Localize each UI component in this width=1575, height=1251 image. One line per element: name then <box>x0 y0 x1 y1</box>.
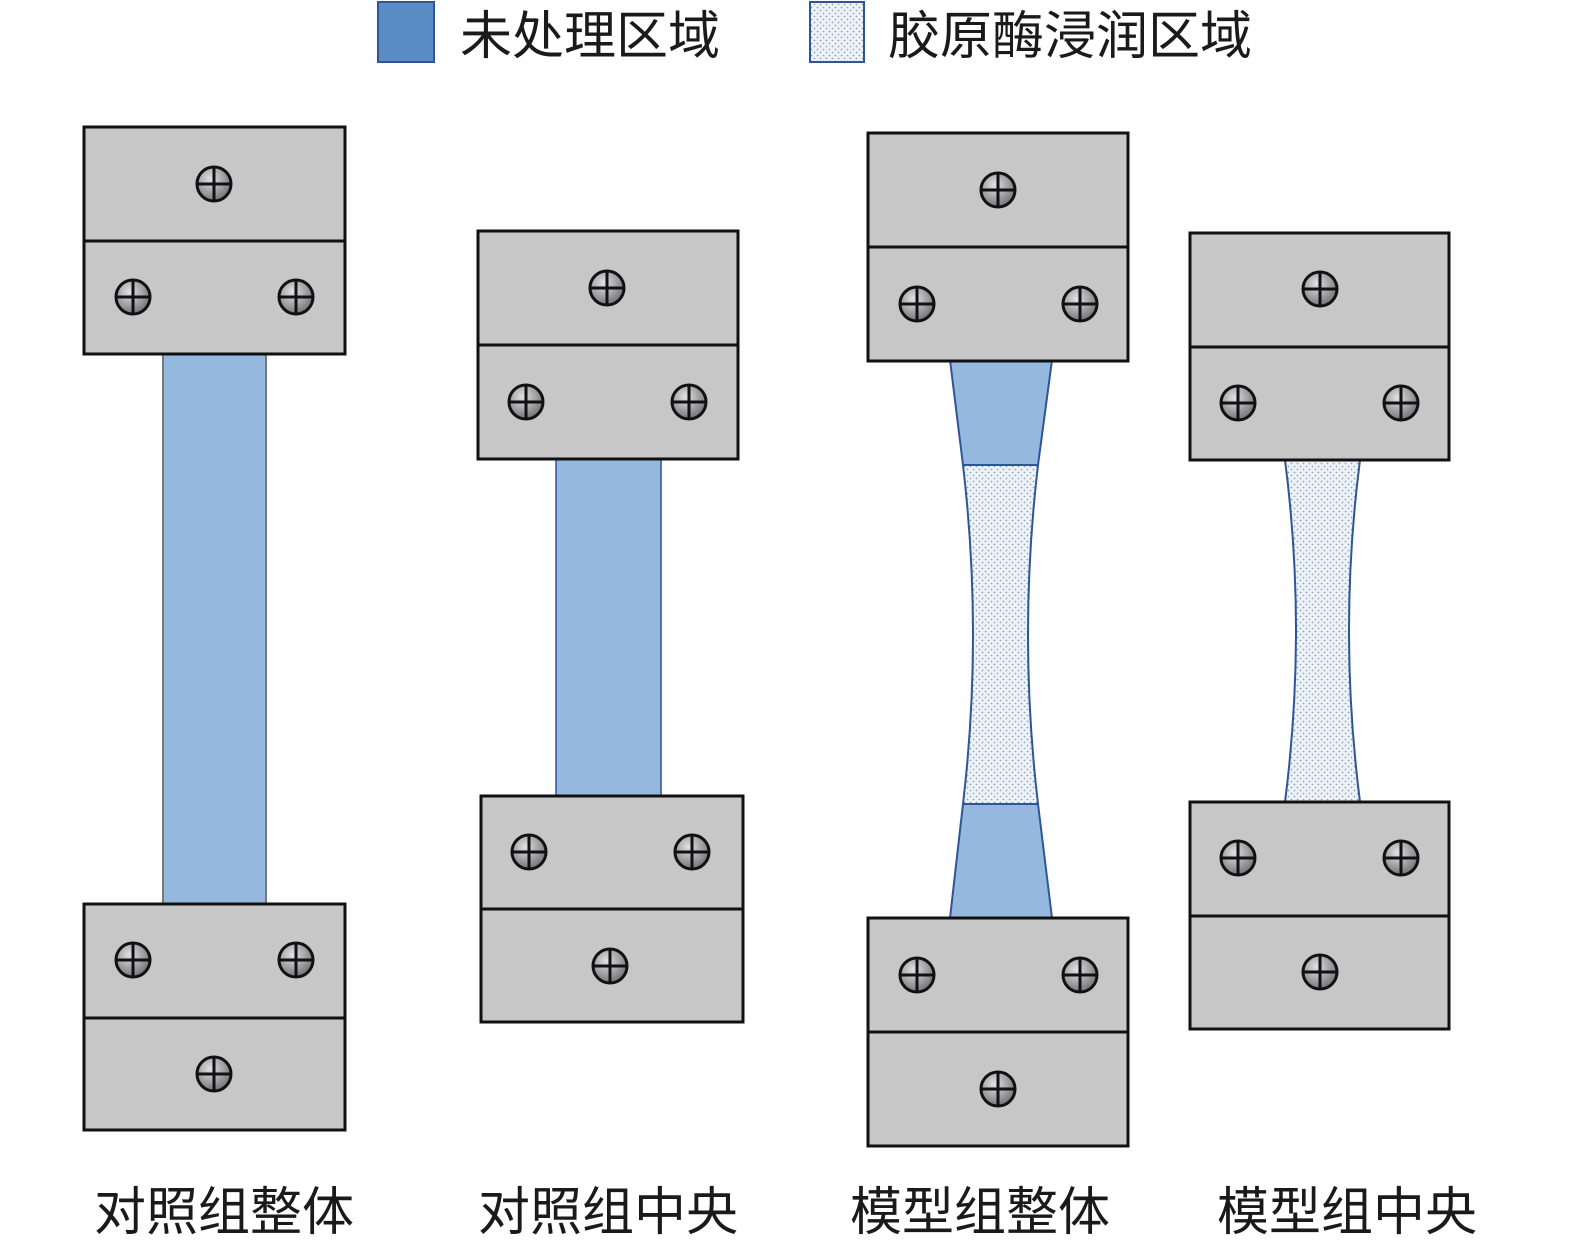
legend-swatch-infiltrated <box>809 1 865 63</box>
top-clamp <box>82 125 347 356</box>
legend-label-untreated: 未处理区域 <box>460 7 720 67</box>
specimen-strip-untreated <box>948 803 1054 919</box>
screw-icon <box>591 947 629 985</box>
screw-icon <box>507 383 545 421</box>
clamp-plate <box>476 229 740 347</box>
bottom-clamp <box>82 902 347 1132</box>
specimen-strip-infiltrated <box>1283 459 1362 803</box>
legend-label-infiltrated: 胶原酶浸润区域 <box>888 7 1252 67</box>
screw-icon <box>195 165 233 203</box>
screw-icon <box>114 278 152 316</box>
screw-icon <box>1219 384 1257 422</box>
legend-swatch-untreated <box>377 1 435 63</box>
screw-icon <box>1382 839 1420 877</box>
bottom-clamp <box>866 916 1130 1148</box>
legend: 未处理区域 胶原酶浸润区域 <box>377 1 1252 67</box>
specimen-strip-untreated <box>948 359 1054 466</box>
top-clamp <box>866 131 1130 363</box>
screw-icon <box>670 383 708 421</box>
screw-icon <box>1061 956 1099 994</box>
screw-icon <box>195 1055 233 1093</box>
screw-icon <box>1061 285 1099 323</box>
screw-icon <box>979 1070 1017 1108</box>
top-clamp <box>1188 231 1451 462</box>
specimen-model-central: 模型组中央 <box>1188 231 1477 1243</box>
screw-icon <box>673 833 711 871</box>
screw-icon <box>1382 384 1420 422</box>
bottom-clamp <box>479 794 745 1024</box>
specimen-model-whole: 模型组整体 <box>850 131 1130 1243</box>
screw-icon <box>114 941 152 979</box>
specimen-strip-infiltrated <box>961 464 1040 805</box>
screw-icon <box>588 269 626 307</box>
specimen-control-central: 对照组中央 <box>476 229 745 1243</box>
specimen-caption: 模型组中央 <box>1217 1183 1477 1243</box>
screw-icon <box>277 278 315 316</box>
screw-icon <box>898 956 936 994</box>
specimen-strip-untreated <box>555 457 662 797</box>
screw-icon <box>510 833 548 871</box>
screw-icon <box>277 941 315 979</box>
screw-icon <box>1219 839 1257 877</box>
specimen-caption: 模型组整体 <box>850 1183 1110 1243</box>
top-clamp <box>476 229 740 461</box>
bottom-clamp <box>1188 800 1451 1031</box>
screw-icon <box>1301 953 1339 991</box>
screw-icon <box>979 171 1017 209</box>
specimen-control-whole: 对照组整体 <box>82 125 354 1243</box>
specimen-strip-untreated <box>162 351 267 905</box>
specimen-caption: 对照组整体 <box>94 1183 354 1243</box>
screw-icon <box>1301 270 1339 308</box>
specimen-caption: 对照组中央 <box>478 1183 738 1243</box>
screw-icon <box>898 285 936 323</box>
